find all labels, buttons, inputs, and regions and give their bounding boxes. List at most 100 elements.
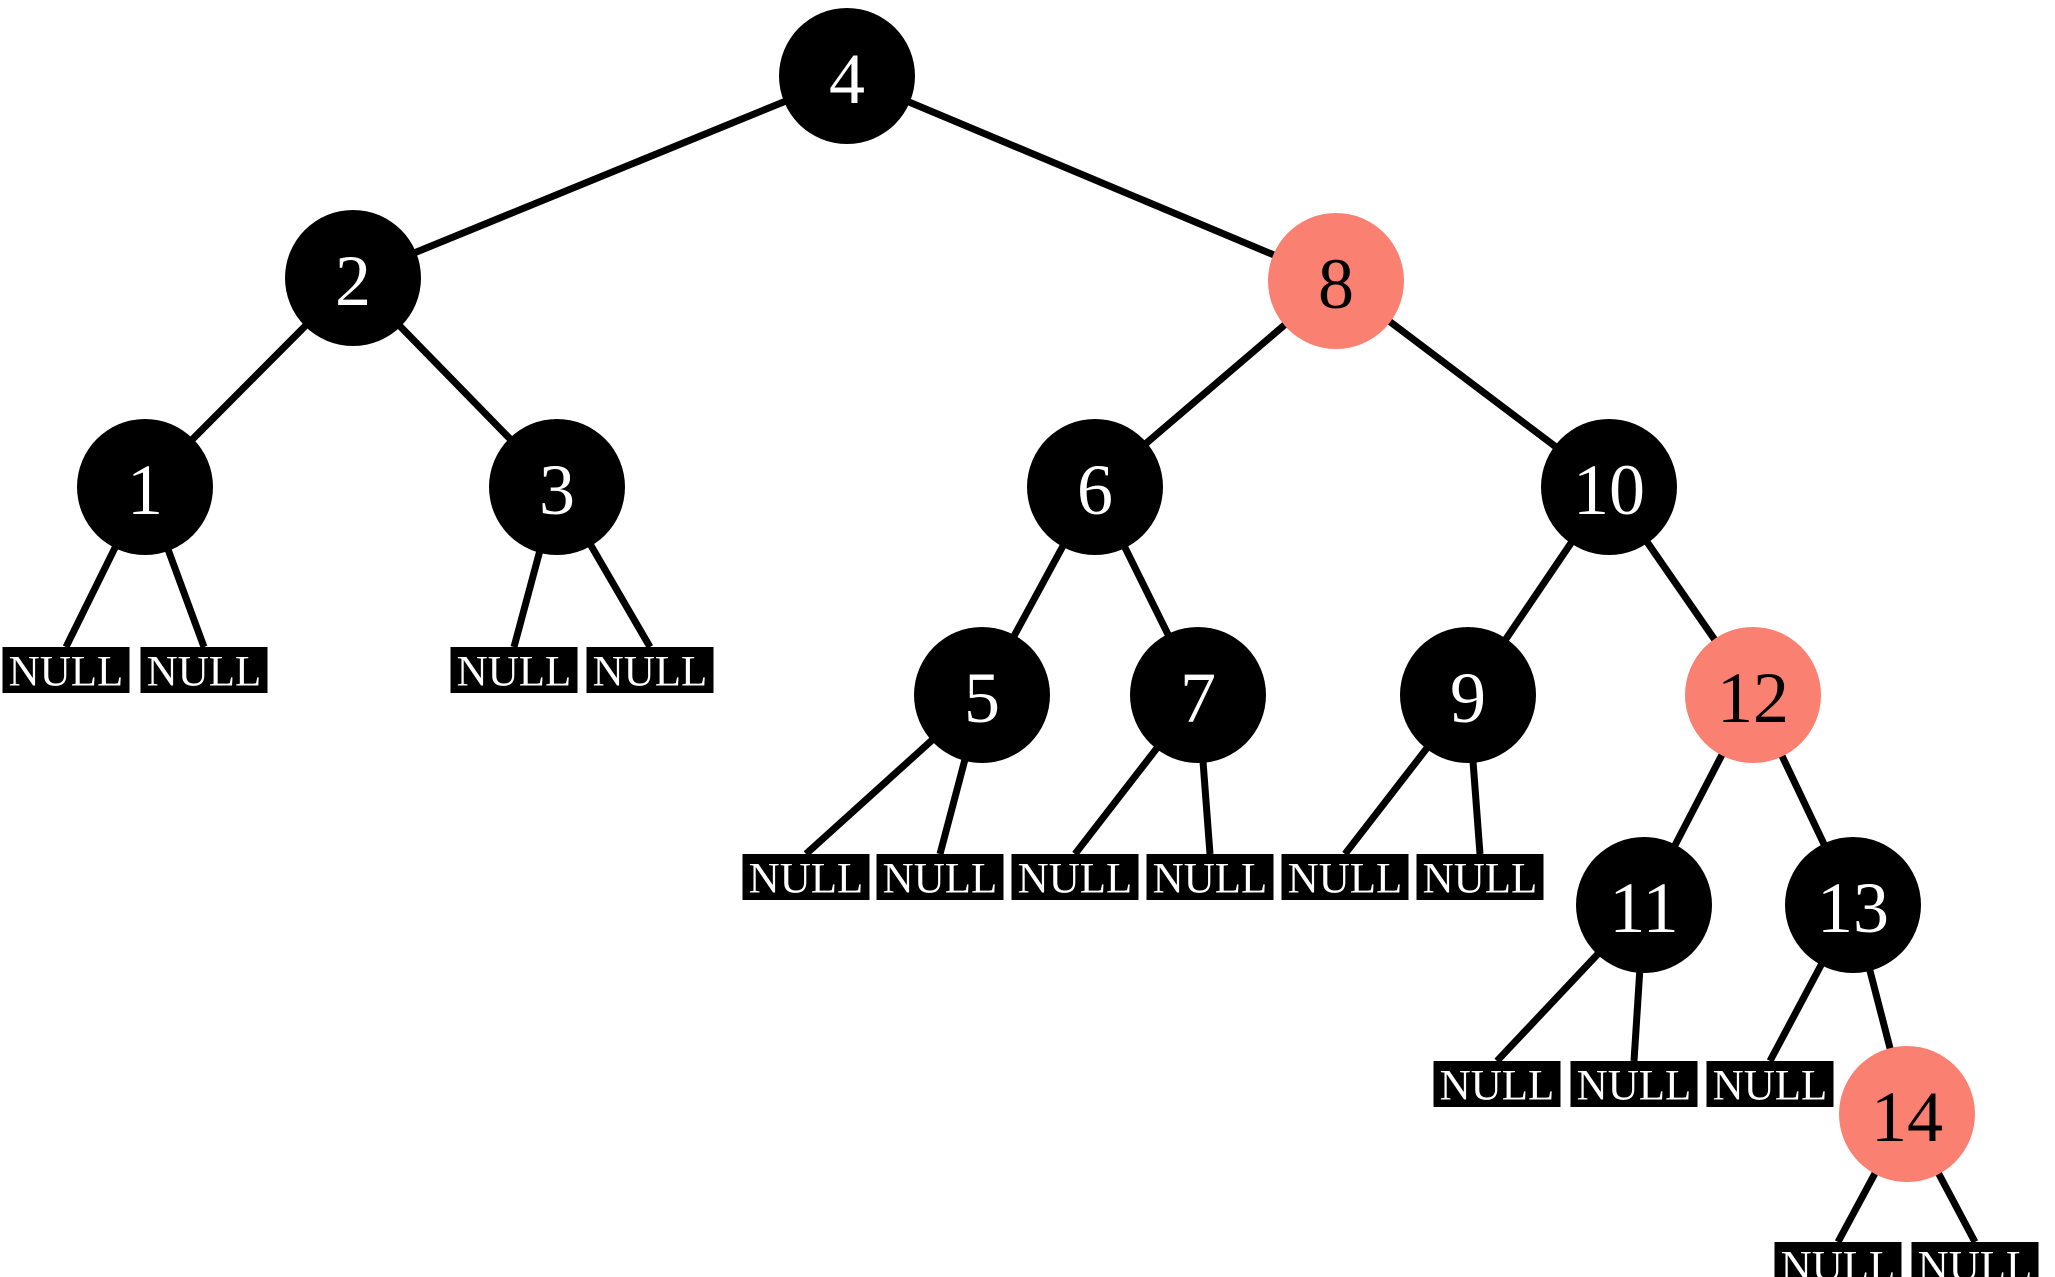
- tree-edge: [410, 96, 790, 258]
- null-leaf-box: [1706, 1061, 1834, 1107]
- tree-node-11[interactable]: 11: [1576, 837, 1712, 973]
- null-leaf-label: NULL: [1288, 856, 1403, 903]
- tree-node-2[interactable]: 2: [285, 210, 421, 346]
- null-leaf-box: [1774, 1242, 1902, 1277]
- tree-node-5[interactable]: 5: [914, 627, 1050, 763]
- black-node-circle[interactable]: [77, 419, 213, 555]
- tree-edge-to-null: [62, 542, 120, 649]
- null-leaf-box: [1011, 854, 1139, 900]
- black-node-circle[interactable]: [1027, 419, 1163, 555]
- tree-node-14[interactable]: 14: [1839, 1046, 1975, 1182]
- black-node-circle[interactable]: [1541, 419, 1677, 555]
- null-leaf-label: NULL: [883, 856, 998, 903]
- null-leaf: NULL: [1774, 1242, 1902, 1277]
- null-leaf-box: [450, 647, 578, 693]
- tree-node-10[interactable]: 10: [1541, 419, 1677, 555]
- tree-edge: [1384, 316, 1561, 452]
- null-leaf: NULL: [1433, 1061, 1561, 1110]
- null-leaf-label: NULL: [1423, 856, 1538, 903]
- null-leaf: NULL: [586, 647, 714, 696]
- tree-node-label: 3: [539, 450, 575, 530]
- tree-node-label: 11: [1609, 868, 1678, 948]
- null-leaf-box: [1911, 1242, 2039, 1277]
- tree-node-7[interactable]: 7: [1130, 627, 1266, 763]
- tree-edge-to-null: [1342, 743, 1432, 857]
- tree-edge: [1670, 750, 1727, 850]
- tree-node-9[interactable]: 9: [1400, 627, 1536, 763]
- tree-node-label: 12: [1717, 658, 1789, 738]
- null-leaf-label: NULL: [1713, 1063, 1828, 1110]
- tree-edge-to-null: [163, 545, 208, 649]
- tree-edge: [1642, 537, 1720, 645]
- tree-node-label: 13: [1817, 868, 1889, 948]
- tree-edge: [1865, 966, 1895, 1053]
- black-node-circle[interactable]: [489, 419, 625, 555]
- null-leaf-label: NULL: [457, 649, 572, 696]
- tree-edge-to-null: [1834, 1168, 1880, 1244]
- red-node-circle[interactable]: [1268, 213, 1404, 349]
- null-leaf-label: NULL: [9, 649, 124, 696]
- black-node-circle[interactable]: [1785, 837, 1921, 973]
- tree-node-label: 9: [1450, 658, 1486, 738]
- tree-edge-to-null: [803, 735, 937, 857]
- black-node-circle[interactable]: [1400, 627, 1536, 763]
- tree-edge-to-null: [510, 547, 544, 648]
- tree-node-label: 5: [964, 658, 1000, 738]
- null-leaf-box: [1146, 854, 1274, 900]
- null-leaves-layer: NULL NULL NULL NULL NULL NULL NULL NULL NULL NULL…: [2, 647, 2039, 1277]
- null-leaf: NULL: [1911, 1242, 2039, 1277]
- null-leaf-box: [1416, 854, 1544, 900]
- tree-node-3[interactable]: 3: [489, 419, 625, 555]
- null-leaf: NULL: [1146, 854, 1274, 903]
- tree-node-8[interactable]: 8: [1268, 213, 1404, 349]
- tree-edge-to-null: [1630, 968, 1644, 1062]
- tree-node-label: 8: [1318, 244, 1354, 324]
- null-leaf: NULL: [2, 647, 130, 696]
- null-leaf-box: [140, 647, 268, 693]
- black-node-circle[interactable]: [1130, 627, 1266, 763]
- null-leaf-box: [1433, 1061, 1561, 1107]
- black-node-circle[interactable]: [1576, 837, 1712, 973]
- null-leaf-box: [876, 854, 1004, 900]
- tree-node-1[interactable]: 1: [77, 419, 213, 555]
- tree-edge-to-null: [1199, 758, 1214, 855]
- tree-node-label: 4: [829, 39, 865, 119]
- red-node-circle[interactable]: [1839, 1046, 1975, 1182]
- tree-node-4[interactable]: 4: [779, 8, 915, 144]
- null-leaf: NULL: [1570, 1061, 1698, 1110]
- tree-edge: [904, 97, 1279, 260]
- null-leaf-label: NULL: [1018, 856, 1133, 903]
- tree-node-label: 6: [1077, 450, 1113, 530]
- tree-edge: [1501, 538, 1576, 644]
- black-node-circle[interactable]: [285, 210, 421, 346]
- null-leaf-label: NULL: [1577, 1063, 1692, 1110]
- null-leaf-box: [1281, 854, 1409, 900]
- null-leaf-box: [1570, 1061, 1698, 1107]
- tree-node-12[interactable]: 12: [1685, 627, 1821, 763]
- null-leaf-label: NULL: [147, 649, 262, 696]
- null-leaf: NULL: [742, 854, 870, 903]
- tree-edge-to-null: [936, 755, 970, 855]
- tree-node-6[interactable]: 6: [1027, 419, 1163, 555]
- tree-node-label: 2: [335, 241, 371, 321]
- null-leaf: NULL: [1706, 1061, 1834, 1110]
- tree-node-label: 10: [1573, 450, 1645, 530]
- tree-edge-to-null: [1072, 743, 1162, 857]
- black-node-circle[interactable]: [779, 8, 915, 144]
- tree-node-label: 1: [127, 450, 163, 530]
- tree-edge: [1009, 541, 1068, 641]
- tree-edge: [187, 320, 311, 445]
- null-leaf-label: NULL: [1153, 856, 1268, 903]
- tree-edge: [1141, 319, 1290, 449]
- red-node-circle[interactable]: [1685, 627, 1821, 763]
- tree-node-13[interactable]: 13: [1785, 837, 1921, 973]
- edges-layer: [62, 96, 1979, 1244]
- tree-edge-to-null: [1494, 949, 1603, 1064]
- black-node-circle[interactable]: [914, 627, 1050, 763]
- null-leaf: NULL: [1011, 854, 1139, 903]
- null-leaf-label: NULL: [1781, 1244, 1896, 1277]
- null-leaf-label: NULL: [1440, 1063, 1555, 1110]
- tree-node-label: 7: [1180, 658, 1216, 738]
